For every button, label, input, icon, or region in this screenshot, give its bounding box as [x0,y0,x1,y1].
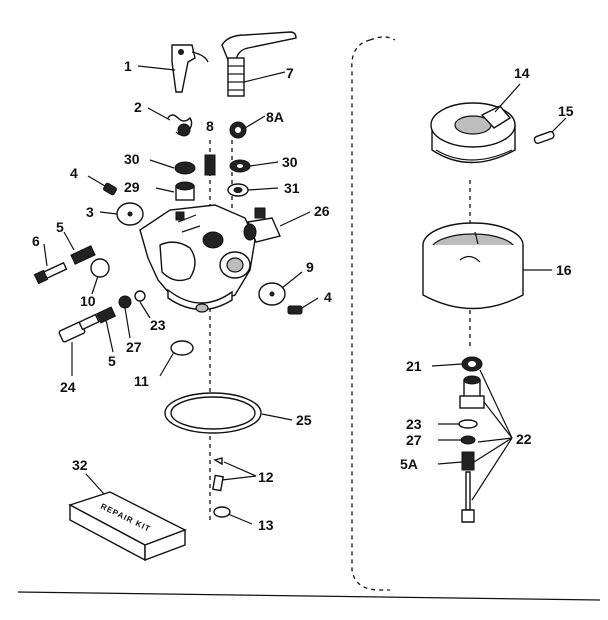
callout-5-bottom: 5 [108,353,116,369]
callout-5-top: 5 [56,219,64,235]
callout-6: 6 [32,233,40,249]
callout-24: 24 [60,379,76,395]
throttle-lever-part [171,44,209,93]
dashed-enclosure-top [369,36,396,41]
callout-30-left: 30 [124,151,140,167]
oring-23-right [458,419,478,429]
callout-13: 13 [258,517,274,533]
callout-15: 15 [558,103,574,119]
callout-21: 21 [406,358,422,374]
spring-5a-part [461,451,475,471]
seal-30-left [174,161,196,175]
cap-14-part [430,102,516,164]
dashed-enclosure [351,39,390,591]
pin-13-part [213,506,231,518]
callout-12: 12 [258,469,274,485]
spring-5-bottom-part [95,306,117,324]
bushing-29-part [175,181,195,201]
throttle-spring-part [167,114,193,137]
needle-24-part [58,313,100,343]
choke-spring-part [229,121,247,139]
callout-11: 11 [134,373,149,389]
callout-labels: 1 2 3 4 4 5 5 6 7 8 8A 9 10 11 12 13 14 … [32,58,574,533]
callout-27-left: 27 [126,339,142,355]
callout-4-right: 4 [324,289,332,305]
callout-29: 29 [124,179,140,195]
carburetor-body-part [139,204,256,313]
callout-8: 8 [206,118,214,134]
callout-22: 22 [516,431,532,447]
callout-8a: 8A [266,109,284,125]
callout-16: 16 [556,262,572,278]
spring-5-top-part [70,245,96,265]
choke-lever-part [221,31,297,97]
pin-15-part [533,130,555,145]
callout-7: 7 [286,65,294,81]
needle-seat-22-part [459,375,485,409]
needle-22-part [461,471,475,523]
bushing-31-part [227,183,249,197]
gasket-21-part [461,356,483,372]
callout-25: 25 [296,412,312,428]
screw-6-part [33,261,68,285]
callout-32: 32 [72,457,88,473]
bowl-16-part [422,222,524,310]
callout-4-top: 4 [70,165,78,181]
oring-10-part [90,258,110,278]
callout-10: 10 [80,293,96,309]
disc-11-part [170,340,194,356]
pin-12-part [212,457,224,492]
callout-23-right: 23 [406,416,422,432]
callout-27-right: 27 [406,432,422,448]
oring-23-part [134,290,146,302]
spring-8-part [204,154,216,176]
washer-27-right [460,435,476,445]
callout-14: 14 [514,65,530,81]
screw-4-right-part [287,305,303,315]
callout-5a: 5A [400,456,418,472]
callout-3: 3 [86,204,94,220]
repair-kit-box: REPAIR KIT [68,491,187,562]
leader-lines [43,65,567,525]
fitting-26-part [243,207,281,243]
callout-9: 9 [306,259,314,275]
gasket-25-part [164,392,262,434]
callout-30-right: 30 [282,154,298,170]
washer-27-part [118,295,132,309]
screw-4-top-part [103,182,117,196]
bottom-baseline [17,591,601,601]
callout-31: 31 [284,180,300,196]
callout-2: 2 [134,99,142,115]
callout-1: 1 [124,58,132,74]
callout-23-left: 23 [150,317,166,333]
callout-26: 26 [314,203,330,219]
